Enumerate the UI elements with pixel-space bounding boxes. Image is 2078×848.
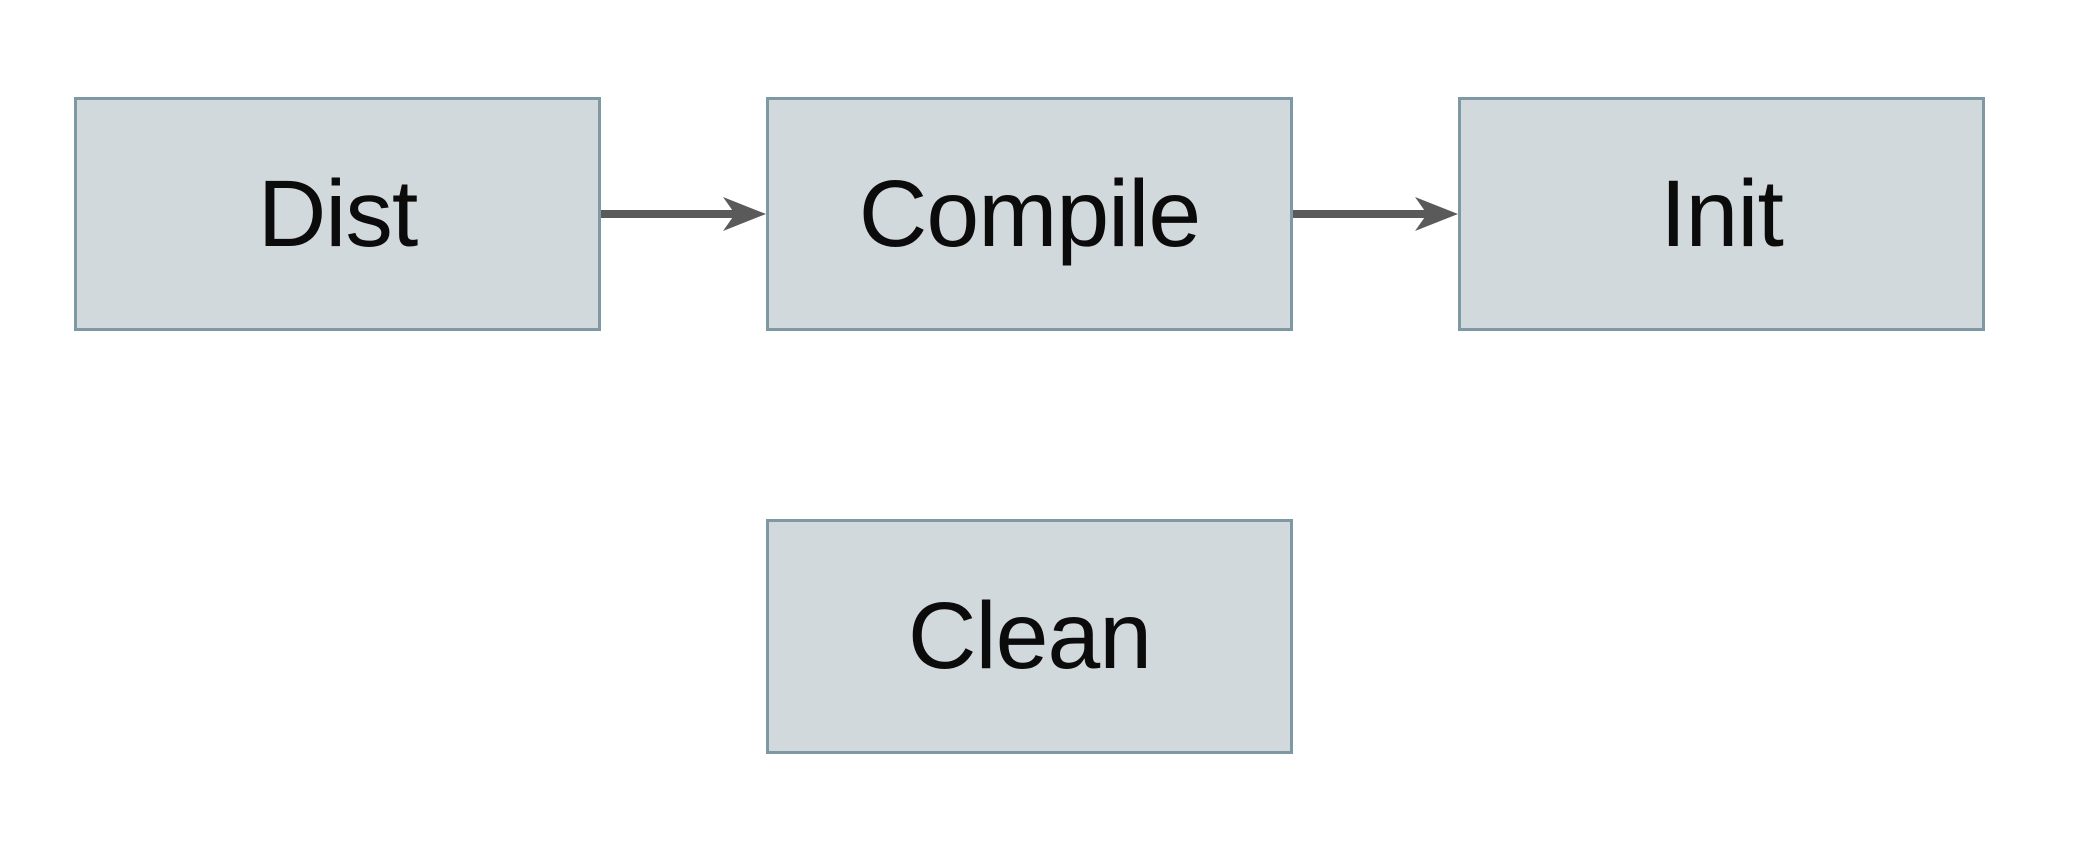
arrow-dist-to-compile <box>601 197 766 231</box>
arrowhead-icon <box>723 197 766 231</box>
node-clean-label: Clean <box>907 583 1152 689</box>
node-compile-label: Compile <box>858 160 1201 267</box>
node-dist[interactable]: Dist <box>74 97 601 331</box>
node-compile[interactable]: Compile <box>766 97 1293 331</box>
node-dist-label: Dist <box>257 160 419 267</box>
node-init-label: Init <box>1660 160 1784 267</box>
node-clean[interactable]: Clean <box>766 519 1293 754</box>
arrow-compile-to-init <box>1293 197 1458 231</box>
arrowhead-icon <box>1415 197 1458 231</box>
node-init[interactable]: Init <box>1458 97 1985 331</box>
